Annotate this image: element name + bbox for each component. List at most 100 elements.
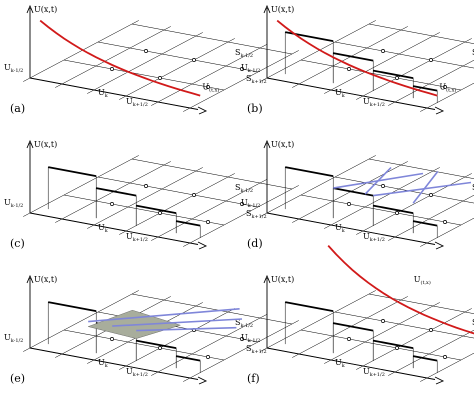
x-axis-arrow <box>197 241 208 250</box>
solution-curve <box>327 244 474 335</box>
u-axis-label: U(x,t) <box>271 5 294 14</box>
characteristic-line <box>88 308 240 323</box>
u-left-label: Uk-1/2 <box>241 63 260 74</box>
grid-node <box>395 76 399 80</box>
grid-node <box>110 202 114 206</box>
u-right-label: Uk+1/2 <box>363 367 385 378</box>
grid-x-line <box>368 158 474 179</box>
cell-average-bar <box>136 339 177 349</box>
u-axis-arrow <box>263 274 271 284</box>
grid-node <box>158 211 162 215</box>
u-axis-arrow <box>26 139 34 149</box>
grid-t-line <box>388 194 474 241</box>
grid-t-line <box>388 59 474 106</box>
panel-label: (d) <box>247 237 263 250</box>
x-axis <box>29 347 199 380</box>
grid-t-line <box>356 308 472 370</box>
cell-average-bar <box>333 187 374 197</box>
grid-node <box>144 184 148 188</box>
s-left-label: Sk-1/2 <box>472 183 474 194</box>
x-axis <box>266 77 436 110</box>
grid-t-line <box>388 329 474 376</box>
x-axis <box>29 77 199 110</box>
x-axis <box>266 347 436 380</box>
x-axis-arrow <box>197 106 208 115</box>
u-left-label: Uk-1/2 <box>241 198 260 209</box>
panel-label: (a) <box>10 102 25 115</box>
grid-t-line <box>87 167 203 229</box>
x-axis <box>266 212 436 245</box>
characteristic-line <box>136 326 237 332</box>
cell-average-bar <box>373 339 414 349</box>
grid-x-line <box>368 293 474 314</box>
grid-node <box>206 85 210 89</box>
x-axis-arrow <box>197 376 208 385</box>
panel-a: U(x,t)Sk-1/2Sk+1/2Uk-1/2UkUk+1/2U(t,x)(a… <box>4 4 299 115</box>
grid-node <box>347 202 351 206</box>
grid-node <box>158 76 162 80</box>
s-left-label: Sk-1/2 <box>235 318 253 329</box>
grid-node <box>395 346 399 350</box>
panel-label: (c) <box>10 237 25 250</box>
grid-x-line <box>63 59 225 91</box>
grid-t-line <box>23 290 139 352</box>
grid-t-line <box>23 20 139 82</box>
grid-node <box>240 337 244 341</box>
cell-average-bar <box>413 355 438 362</box>
cell-average-bar <box>176 355 201 362</box>
s-left-label: Sk-1/2 <box>235 183 253 194</box>
grid-x-line <box>334 41 474 69</box>
s-right-label: Sk+1/2 <box>246 74 267 85</box>
grid-x-line <box>97 176 259 208</box>
grid-node <box>110 337 114 341</box>
grid-t-line <box>55 26 171 88</box>
u-right-label: Uk+1/2 <box>363 232 385 243</box>
u-left-label: Uk-1/2 <box>4 63 23 74</box>
s-left-label: Sk-1/2 <box>472 318 474 329</box>
grid-x-line <box>334 311 474 339</box>
grid-x-line <box>300 59 462 91</box>
grid-x-line <box>131 293 293 325</box>
cell-average-bar <box>136 204 177 214</box>
grid-x-line <box>97 41 259 73</box>
u-left-label: Uk-1/2 <box>241 333 260 344</box>
u-axis-arrow <box>263 139 271 149</box>
u-right-label: Uk+1/2 <box>363 97 385 108</box>
grid-node <box>347 67 351 71</box>
cell-average-bar <box>333 322 374 332</box>
cell-average-bar <box>176 220 201 227</box>
grid-t-line <box>260 155 376 217</box>
grid-node <box>158 346 162 350</box>
curve-label: U(t,x) <box>414 275 431 286</box>
u-mid-label: Uk <box>335 223 346 234</box>
u-axis-label: U(x,t) <box>34 275 57 284</box>
grid-t-line <box>260 20 376 82</box>
x-axis-arrow <box>434 376 445 385</box>
grid-x-line <box>334 176 474 204</box>
grid-node <box>192 58 196 62</box>
cell-average-bar <box>96 187 137 197</box>
grid-node <box>206 355 210 359</box>
cell-average-bar <box>413 220 438 227</box>
grid-node <box>443 85 447 89</box>
u-axis-arrow <box>26 274 34 284</box>
grid-t-line <box>420 217 474 247</box>
solution-curve <box>276 19 438 97</box>
grid-node <box>110 67 114 71</box>
cell-average-bar <box>373 204 414 214</box>
characteristic-line <box>373 181 472 197</box>
grid-x-line <box>368 23 474 44</box>
grid-t-line <box>23 155 139 217</box>
grid-t-line <box>151 314 267 376</box>
grid-t-line <box>183 185 299 247</box>
grid-x-line <box>131 23 293 55</box>
u-mid-label: Uk <box>98 88 109 99</box>
u-mid-label: Uk <box>98 358 109 369</box>
curve-label: U(t,x) <box>439 83 456 94</box>
grid-node <box>347 337 351 341</box>
x-axis <box>29 212 199 245</box>
